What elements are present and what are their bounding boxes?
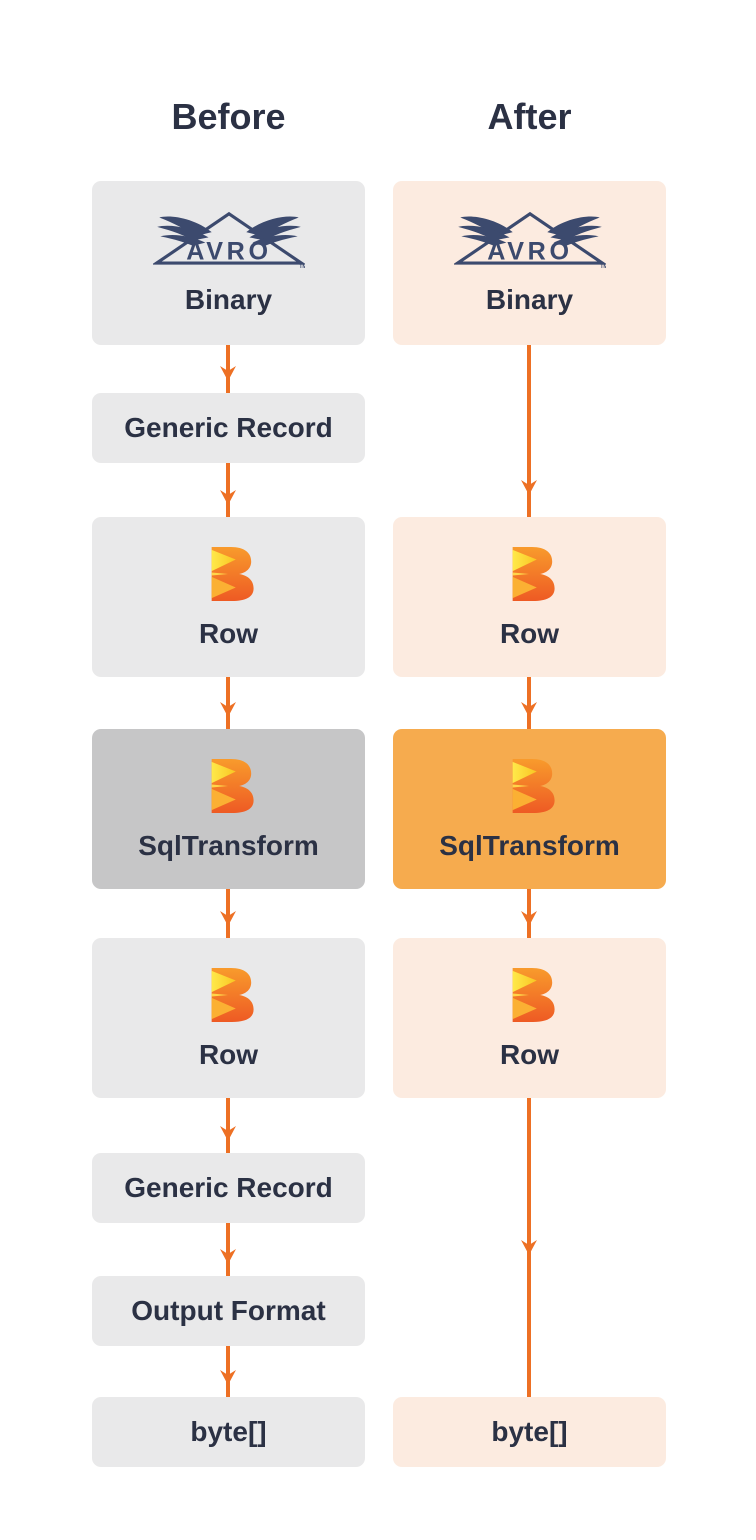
avro-logo-icon — [154, 212, 305, 270]
box-label: Row — [499, 617, 560, 649]
box-label: SqlTransform — [439, 829, 620, 861]
before-box-generic-record-1: Generic Record — [92, 393, 365, 463]
arrow-head-icon — [220, 490, 236, 505]
before-box-row-1: Row — [92, 517, 365, 677]
avro-logo-icon — [455, 212, 606, 270]
before-box-output-format: Output Format — [92, 1276, 365, 1346]
after-box-row-2: Row — [393, 938, 666, 1098]
flow-arrow — [218, 1098, 238, 1153]
box-label: Generic Record — [124, 411, 333, 443]
beam-logo-icon — [512, 758, 555, 813]
arrow-head-icon — [521, 911, 537, 926]
after-box-sqltransform: SqlTransform — [393, 729, 666, 889]
arrow-head-icon — [521, 702, 537, 717]
arrow-head-icon — [521, 480, 537, 495]
after-column-heading: After — [487, 96, 572, 137]
box-label: Binary — [184, 284, 273, 316]
box-label: Generic Record — [124, 1171, 333, 1203]
before-box-byte-array: byte[] — [92, 1397, 365, 1467]
before-box-generic-record-2: Generic Record — [92, 1153, 365, 1223]
arrow-head-icon — [220, 702, 236, 717]
flow-arrow — [218, 1346, 238, 1397]
after-box-row-1: Row — [393, 517, 666, 677]
flow-arrow — [218, 463, 238, 517]
before-column-heading: Before — [171, 96, 286, 137]
box-label: Row — [198, 617, 259, 649]
arrow-head-icon — [220, 1370, 236, 1385]
arrow-head-icon — [220, 366, 236, 381]
box-label: Row — [499, 1038, 560, 1070]
before-box-sqltransform: SqlTransform — [92, 729, 365, 889]
beam-logo-icon — [512, 546, 555, 601]
beam-logo-icon — [512, 967, 555, 1022]
beam-logo-icon — [211, 758, 254, 813]
flow-arrow — [218, 1223, 238, 1276]
before-box-binary: Binary — [92, 181, 365, 345]
box-label: Binary — [485, 284, 574, 316]
arrow-head-icon — [220, 911, 236, 926]
flow-arrow — [519, 889, 539, 938]
box-label: byte[] — [491, 1415, 568, 1447]
beam-logo-icon — [211, 967, 254, 1022]
flow-arrow — [218, 345, 238, 393]
flow-arrow — [218, 889, 238, 938]
arrow-head-icon — [220, 1126, 236, 1141]
arrow-head-icon — [220, 1249, 236, 1264]
box-label: SqlTransform — [138, 829, 319, 861]
box-label: Row — [198, 1038, 259, 1070]
after-box-byte-array: byte[] — [393, 1397, 666, 1467]
beam-logo-icon — [211, 546, 254, 601]
flow-arrow-long — [519, 345, 539, 517]
box-label: byte[] — [190, 1415, 267, 1447]
after-box-binary: Binary — [393, 181, 666, 345]
arrow-head-icon — [521, 1240, 537, 1255]
box-label: Output Format — [131, 1294, 326, 1326]
flow-arrow — [218, 677, 238, 729]
flow-arrow — [519, 677, 539, 729]
before-box-row-2: Row — [92, 938, 365, 1098]
flow-arrow-long — [519, 1098, 539, 1397]
